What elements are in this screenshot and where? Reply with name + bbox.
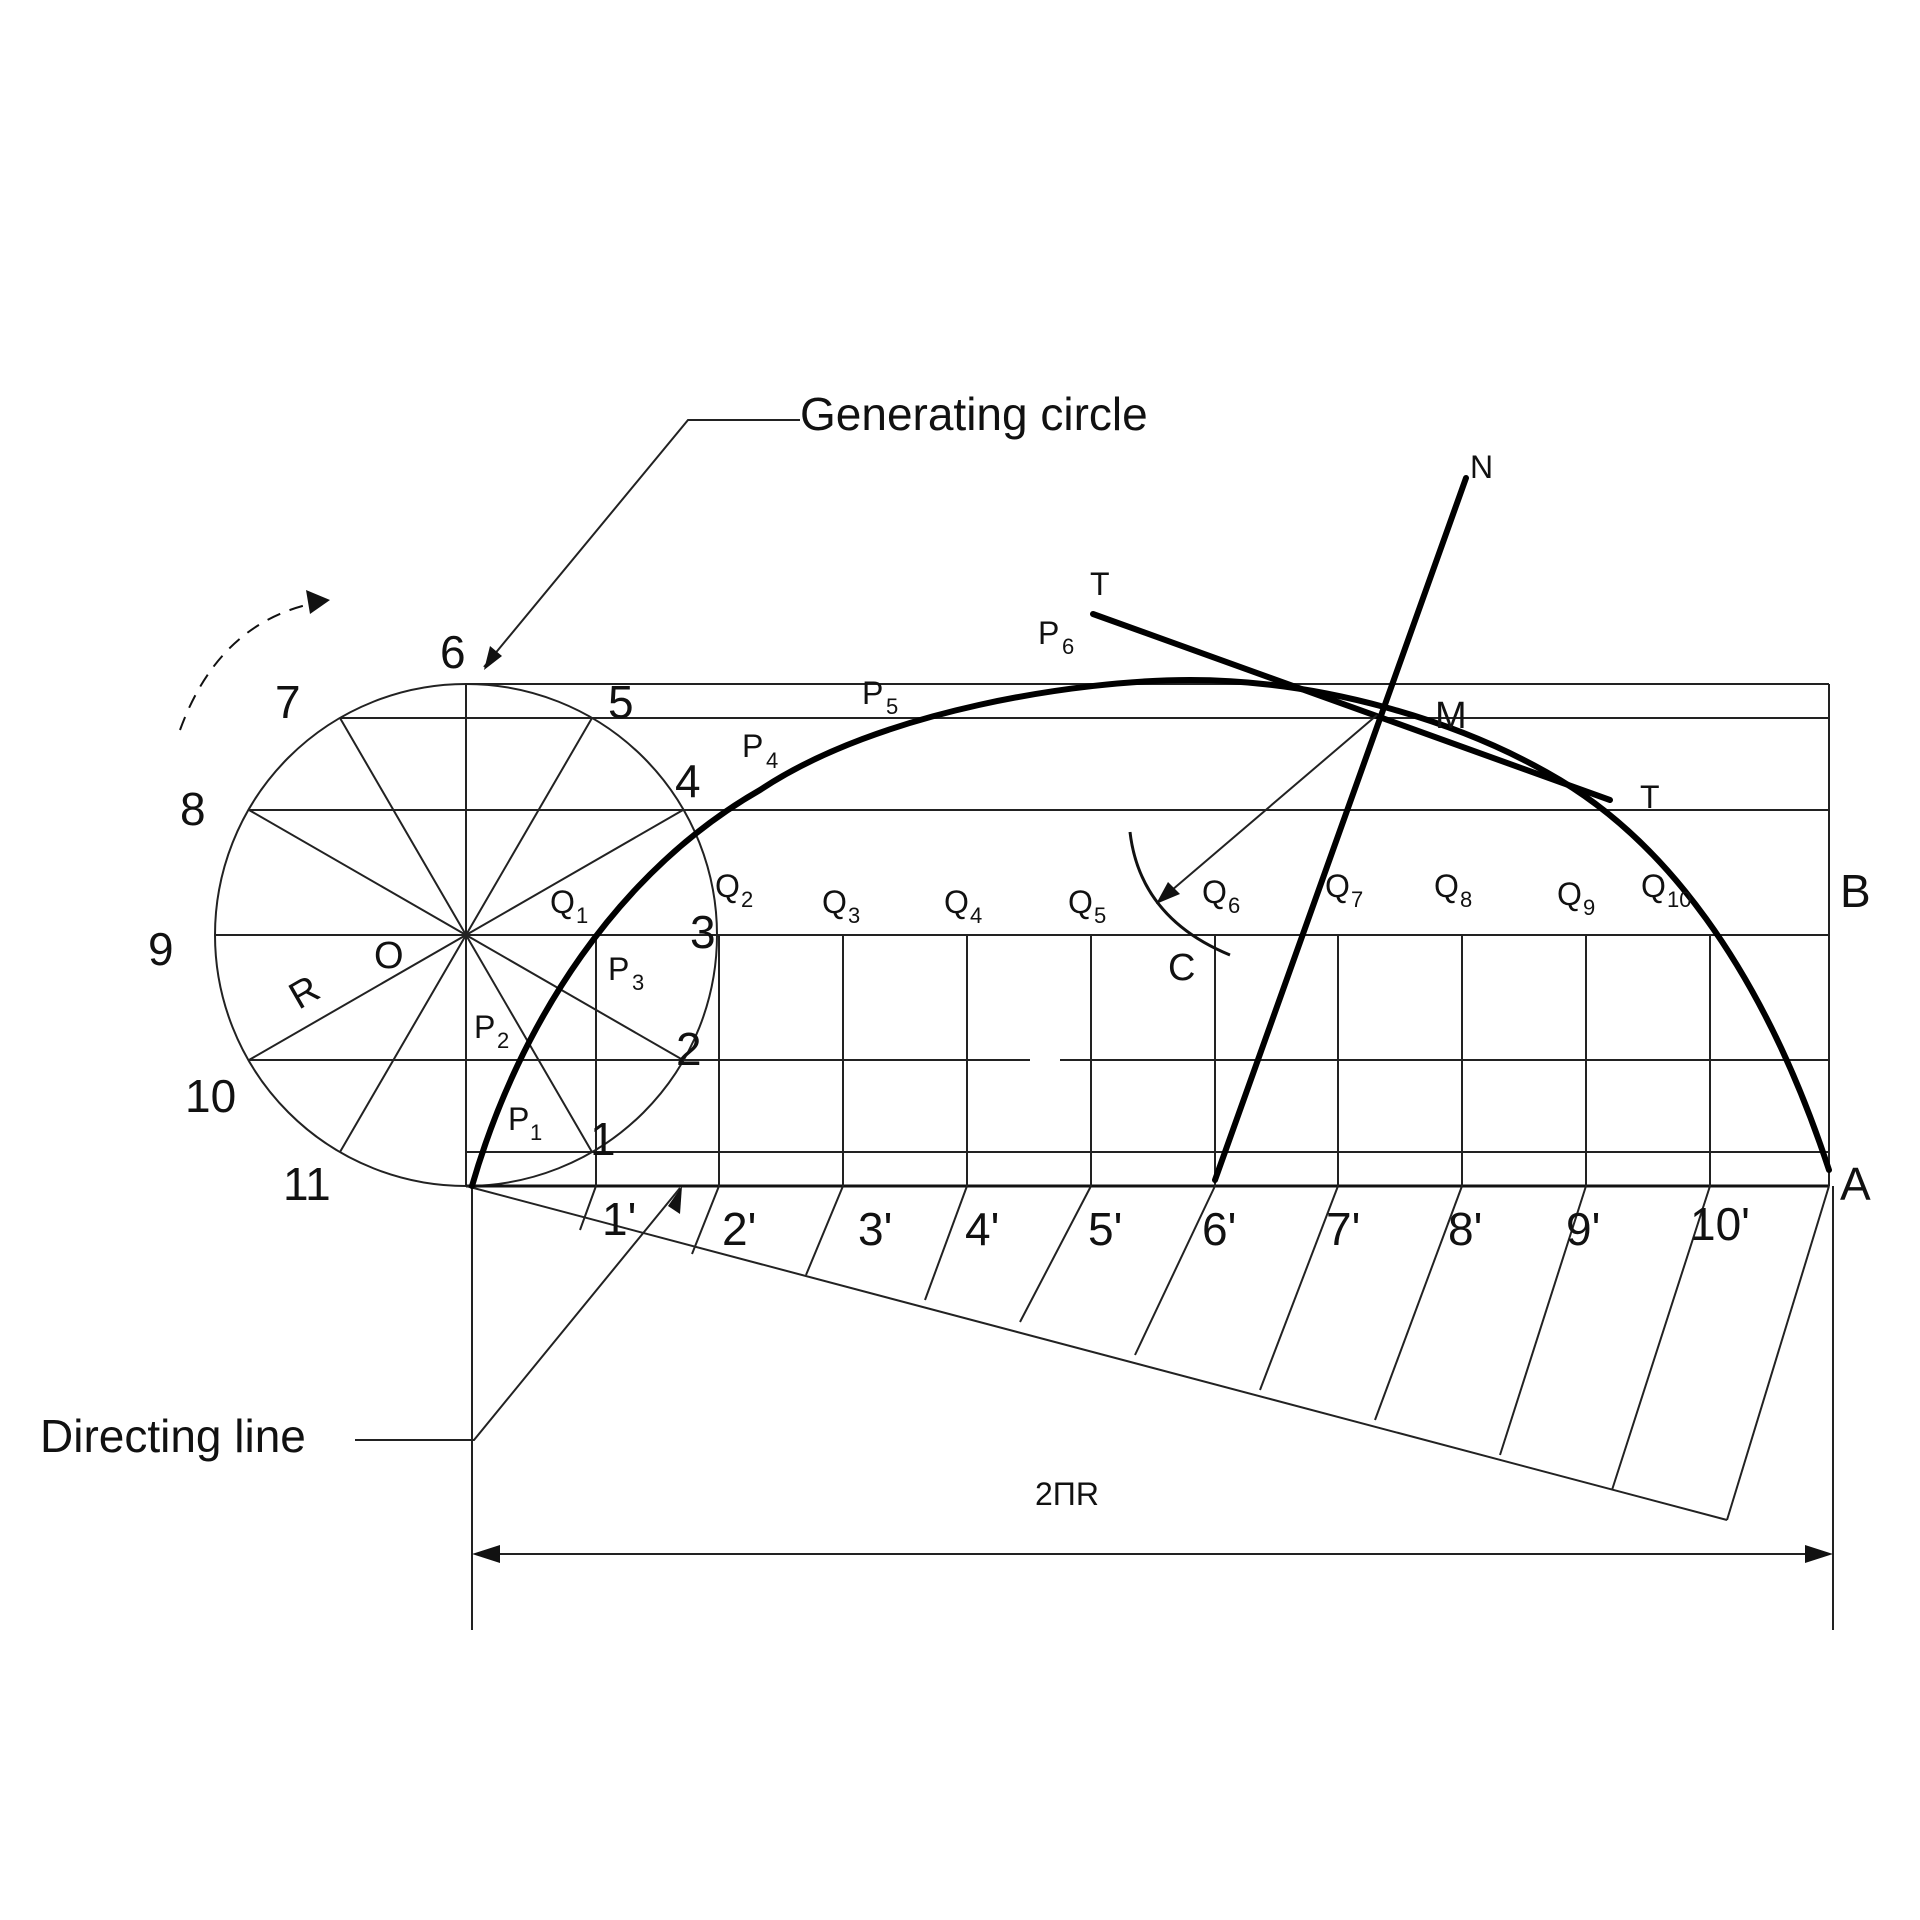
tangent-label-lower: T	[1640, 779, 1660, 815]
directing-line-leader	[355, 1187, 681, 1441]
circle-label-7: 7	[275, 676, 301, 728]
inclined-line	[465, 1185, 1728, 1521]
base-label-7: 7'	[1326, 1203, 1360, 1255]
vertical-division-lines	[595, 684, 1830, 1186]
tangent-label-upper: T	[1090, 566, 1110, 602]
circle-label-4: 4	[675, 755, 701, 807]
svg-text:3: 3	[632, 970, 644, 995]
svg-text:P: P	[862, 675, 883, 711]
svg-text:Q: Q	[944, 884, 969, 920]
base-label-9: 9'	[1566, 1203, 1600, 1255]
base-label-4: 4'	[965, 1203, 999, 1255]
point-b-label: B	[1840, 865, 1871, 917]
circle-label-3: 3	[690, 906, 716, 958]
radius-label: R	[282, 968, 327, 1018]
circle-label-11: 11	[283, 1158, 331, 1210]
generating-circle-label: Generating circle	[800, 388, 1148, 440]
svg-text:5: 5	[1094, 903, 1106, 928]
svg-text:7: 7	[1351, 887, 1363, 912]
svg-text:3: 3	[848, 903, 860, 928]
svg-text:10: 10	[1667, 887, 1691, 912]
svg-text:Q: Q	[1557, 876, 1582, 912]
base-label-10: 10'	[1690, 1198, 1750, 1250]
svg-text:4: 4	[970, 903, 982, 928]
base-label-3: 3'	[858, 1203, 892, 1255]
svg-text:Q: Q	[1202, 874, 1227, 910]
generating-circle-leader	[483, 419, 800, 668]
svg-text:Q: Q	[715, 868, 740, 904]
svg-text:P: P	[1038, 615, 1059, 651]
base-label-5: 5'	[1088, 1203, 1122, 1255]
base-label-8: 8'	[1448, 1203, 1482, 1255]
svg-text:P: P	[608, 951, 629, 987]
svg-text:2: 2	[497, 1028, 509, 1053]
rotation-arrow	[179, 590, 330, 731]
base-label-1: 1'	[602, 1193, 636, 1245]
point-n-label: N	[1470, 449, 1493, 485]
svg-text:Q: Q	[1434, 868, 1459, 904]
svg-text:8: 8	[1460, 887, 1472, 912]
dimension-2pir	[471, 1186, 1834, 1630]
svg-text:6: 6	[1228, 893, 1240, 918]
point-c-label: C	[1168, 947, 1195, 989]
svg-text:Q: Q	[1641, 868, 1666, 904]
svg-text:1: 1	[576, 903, 588, 928]
circle-label-5: 5	[608, 676, 634, 728]
svg-text:Q: Q	[822, 884, 847, 920]
tangent-line[interactable]	[1090, 611, 1613, 803]
circle-label-1: 1	[590, 1113, 616, 1165]
base-label-6: 6'	[1202, 1203, 1236, 1255]
circle-label-8: 8	[180, 783, 206, 835]
base-label-2: 2'	[722, 1203, 756, 1255]
circle-label-9: 9	[148, 923, 174, 975]
circle-label-10: 10	[185, 1070, 236, 1122]
division-projectors	[579, 1185, 1830, 1521]
svg-text:P: P	[474, 1009, 495, 1045]
directing-line-label: Directing line	[40, 1410, 306, 1462]
svg-text:P: P	[742, 728, 763, 764]
svg-text:5: 5	[886, 694, 898, 719]
point-a-label: A	[1840, 1158, 1871, 1210]
dimension-label: 2ΠR	[1035, 1476, 1099, 1512]
svg-text:Q: Q	[1068, 884, 1093, 920]
svg-text:Q: Q	[1325, 868, 1350, 904]
circle-label-6: 6	[440, 626, 466, 678]
svg-text:Q: Q	[550, 884, 575, 920]
svg-text:1: 1	[530, 1120, 542, 1145]
svg-text:9: 9	[1583, 895, 1595, 920]
normal-line[interactable]	[1212, 475, 1469, 1183]
svg-text:P: P	[508, 1101, 529, 1137]
svg-text:2: 2	[741, 887, 753, 912]
point-m-label: M	[1435, 695, 1467, 737]
arc-c	[1128, 831, 1231, 957]
svg-text:4: 4	[766, 748, 778, 773]
radius-mc	[1157, 714, 1378, 903]
svg-text:6: 6	[1062, 634, 1074, 659]
epicycloid-curve	[469, 676, 1832, 1189]
circle-label-2: 2	[676, 1023, 702, 1075]
center-label: O	[374, 935, 404, 977]
